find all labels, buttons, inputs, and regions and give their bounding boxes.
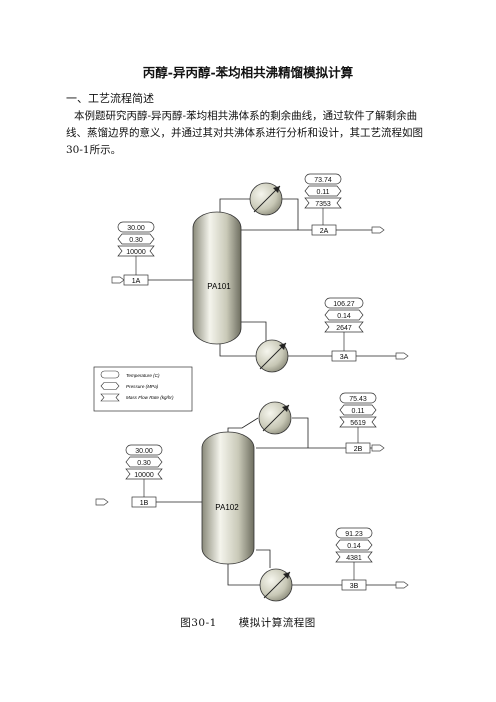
- stream-tag-2b: 2B: [345, 442, 371, 454]
- figure-caption: 图30-1 模拟计算流程图: [180, 617, 316, 629]
- stream-tag-1a: 1A: [123, 274, 149, 286]
- stream-1b-flow: 10000: [134, 472, 154, 479]
- stream-1a-flow: 10000: [126, 249, 146, 256]
- pa101-reboiler-return: [240, 321, 267, 343]
- column-pa101-label: PA101: [207, 282, 231, 291]
- stream-tag-1b: 1B: [131, 496, 157, 508]
- reboiler-pa102-icon: [259, 568, 293, 602]
- feed-1a-arrow-icon: [111, 276, 125, 284]
- stream-table-1b: 30.00 0.30 10000: [125, 444, 163, 497]
- product-3a-arrow-icon: [395, 352, 409, 360]
- stream-2a-pressure: 0.11: [316, 189, 329, 196]
- column-pa102-label: PA102: [215, 503, 239, 512]
- pa102-bottoms-line: [227, 562, 260, 586]
- stream-table-3a: 106.27 0.14 2647: [324, 297, 364, 351]
- stream-1a-temperature: 30.00: [127, 225, 145, 232]
- stream-2b-pressure: 0.11: [351, 408, 364, 415]
- pa102-overhead-outlet: [292, 417, 309, 448]
- svg-text:3B: 3B: [350, 583, 359, 590]
- pa101-overhead-outlet: [282, 198, 299, 230]
- stream-table-1a: 30.00 0.30 10000: [117, 221, 155, 275]
- pa101-overhead-line: [219, 198, 250, 215]
- condenser-pa102-icon: [258, 401, 292, 435]
- stream-tag-2a: 2A: [311, 224, 337, 236]
- section-heading: 一、工艺流程简述: [66, 92, 154, 105]
- svg-text:2A: 2A: [320, 228, 329, 235]
- legend-pressure-symbol: [100, 382, 120, 390]
- feed-1b-arrow-icon: [95, 498, 109, 506]
- stream-1a-pressure: 0.30: [129, 237, 143, 244]
- product-2b-arrow-icon: [371, 444, 385, 452]
- pa101-bottoms-line: [219, 340, 256, 357]
- stream-2b-temperature: 75.43: [349, 396, 367, 403]
- pa102-reboiler-return: [256, 549, 271, 568]
- condenser-pa101-icon: [249, 182, 283, 216]
- stream-3a-flow: 2647: [336, 325, 352, 332]
- product-3b-arrow-icon: [395, 581, 409, 589]
- stream-3b-pressure: 0.14: [347, 543, 361, 550]
- stream-table-3b: 91.23 0.14 4381: [335, 527, 373, 580]
- legend-flow-symbol: [100, 393, 120, 402]
- legend-temperature-label: Temperature (C): [126, 373, 160, 378]
- stream-tag-3a: 3A: [331, 350, 357, 362]
- product-2a-arrow-icon: [371, 226, 385, 234]
- svg-text:1A: 1A: [132, 278, 141, 285]
- stream-3a-temperature: 106.27: [333, 301, 355, 308]
- stream-2a-temperature: 73.74: [314, 177, 332, 184]
- svg-text:1B: 1B: [140, 500, 149, 507]
- stream-2a-flow: 7353: [315, 201, 331, 208]
- column-pa101: [192, 211, 242, 345]
- column-pa102: [201, 431, 255, 565]
- legend: Temperature (C) Pressure (MPa) Mass Flow…: [93, 366, 193, 412]
- process-description: 本例题研究丙醇-异丙醇-苯均相共沸体系的剩余曲线，通过软件了解剩余曲线、蒸馏边界…: [66, 110, 423, 156]
- stream-table-2b: 75.43 0.11 5619: [339, 392, 377, 443]
- document-title: 丙醇-异丙醇-苯均相共沸精馏模拟计算: [142, 65, 354, 80]
- stream-3b-flow: 4381: [346, 555, 362, 562]
- legend-pressure-label: Pressure (MPa): [126, 384, 159, 389]
- stream-2b-flow: 5619: [350, 420, 366, 427]
- stream-3b-temperature: 91.23: [345, 531, 363, 538]
- stream-tag-3b: 3B: [341, 579, 367, 591]
- svg-text:3A: 3A: [340, 354, 349, 361]
- legend-temperature-symbol: [100, 370, 120, 379]
- stream-3a-pressure: 0.14: [337, 313, 351, 320]
- stream-1b-temperature: 30.00: [135, 448, 153, 455]
- legend-flow-label: Mass Flow Rate (kg/hr): [126, 395, 174, 400]
- stream-1b-pressure: 0.30: [137, 460, 151, 467]
- stream-table-2a: 73.74 0.11 7353: [304, 173, 342, 225]
- svg-text:2B: 2B: [354, 446, 363, 453]
- reboiler-pa101-icon: [255, 339, 289, 373]
